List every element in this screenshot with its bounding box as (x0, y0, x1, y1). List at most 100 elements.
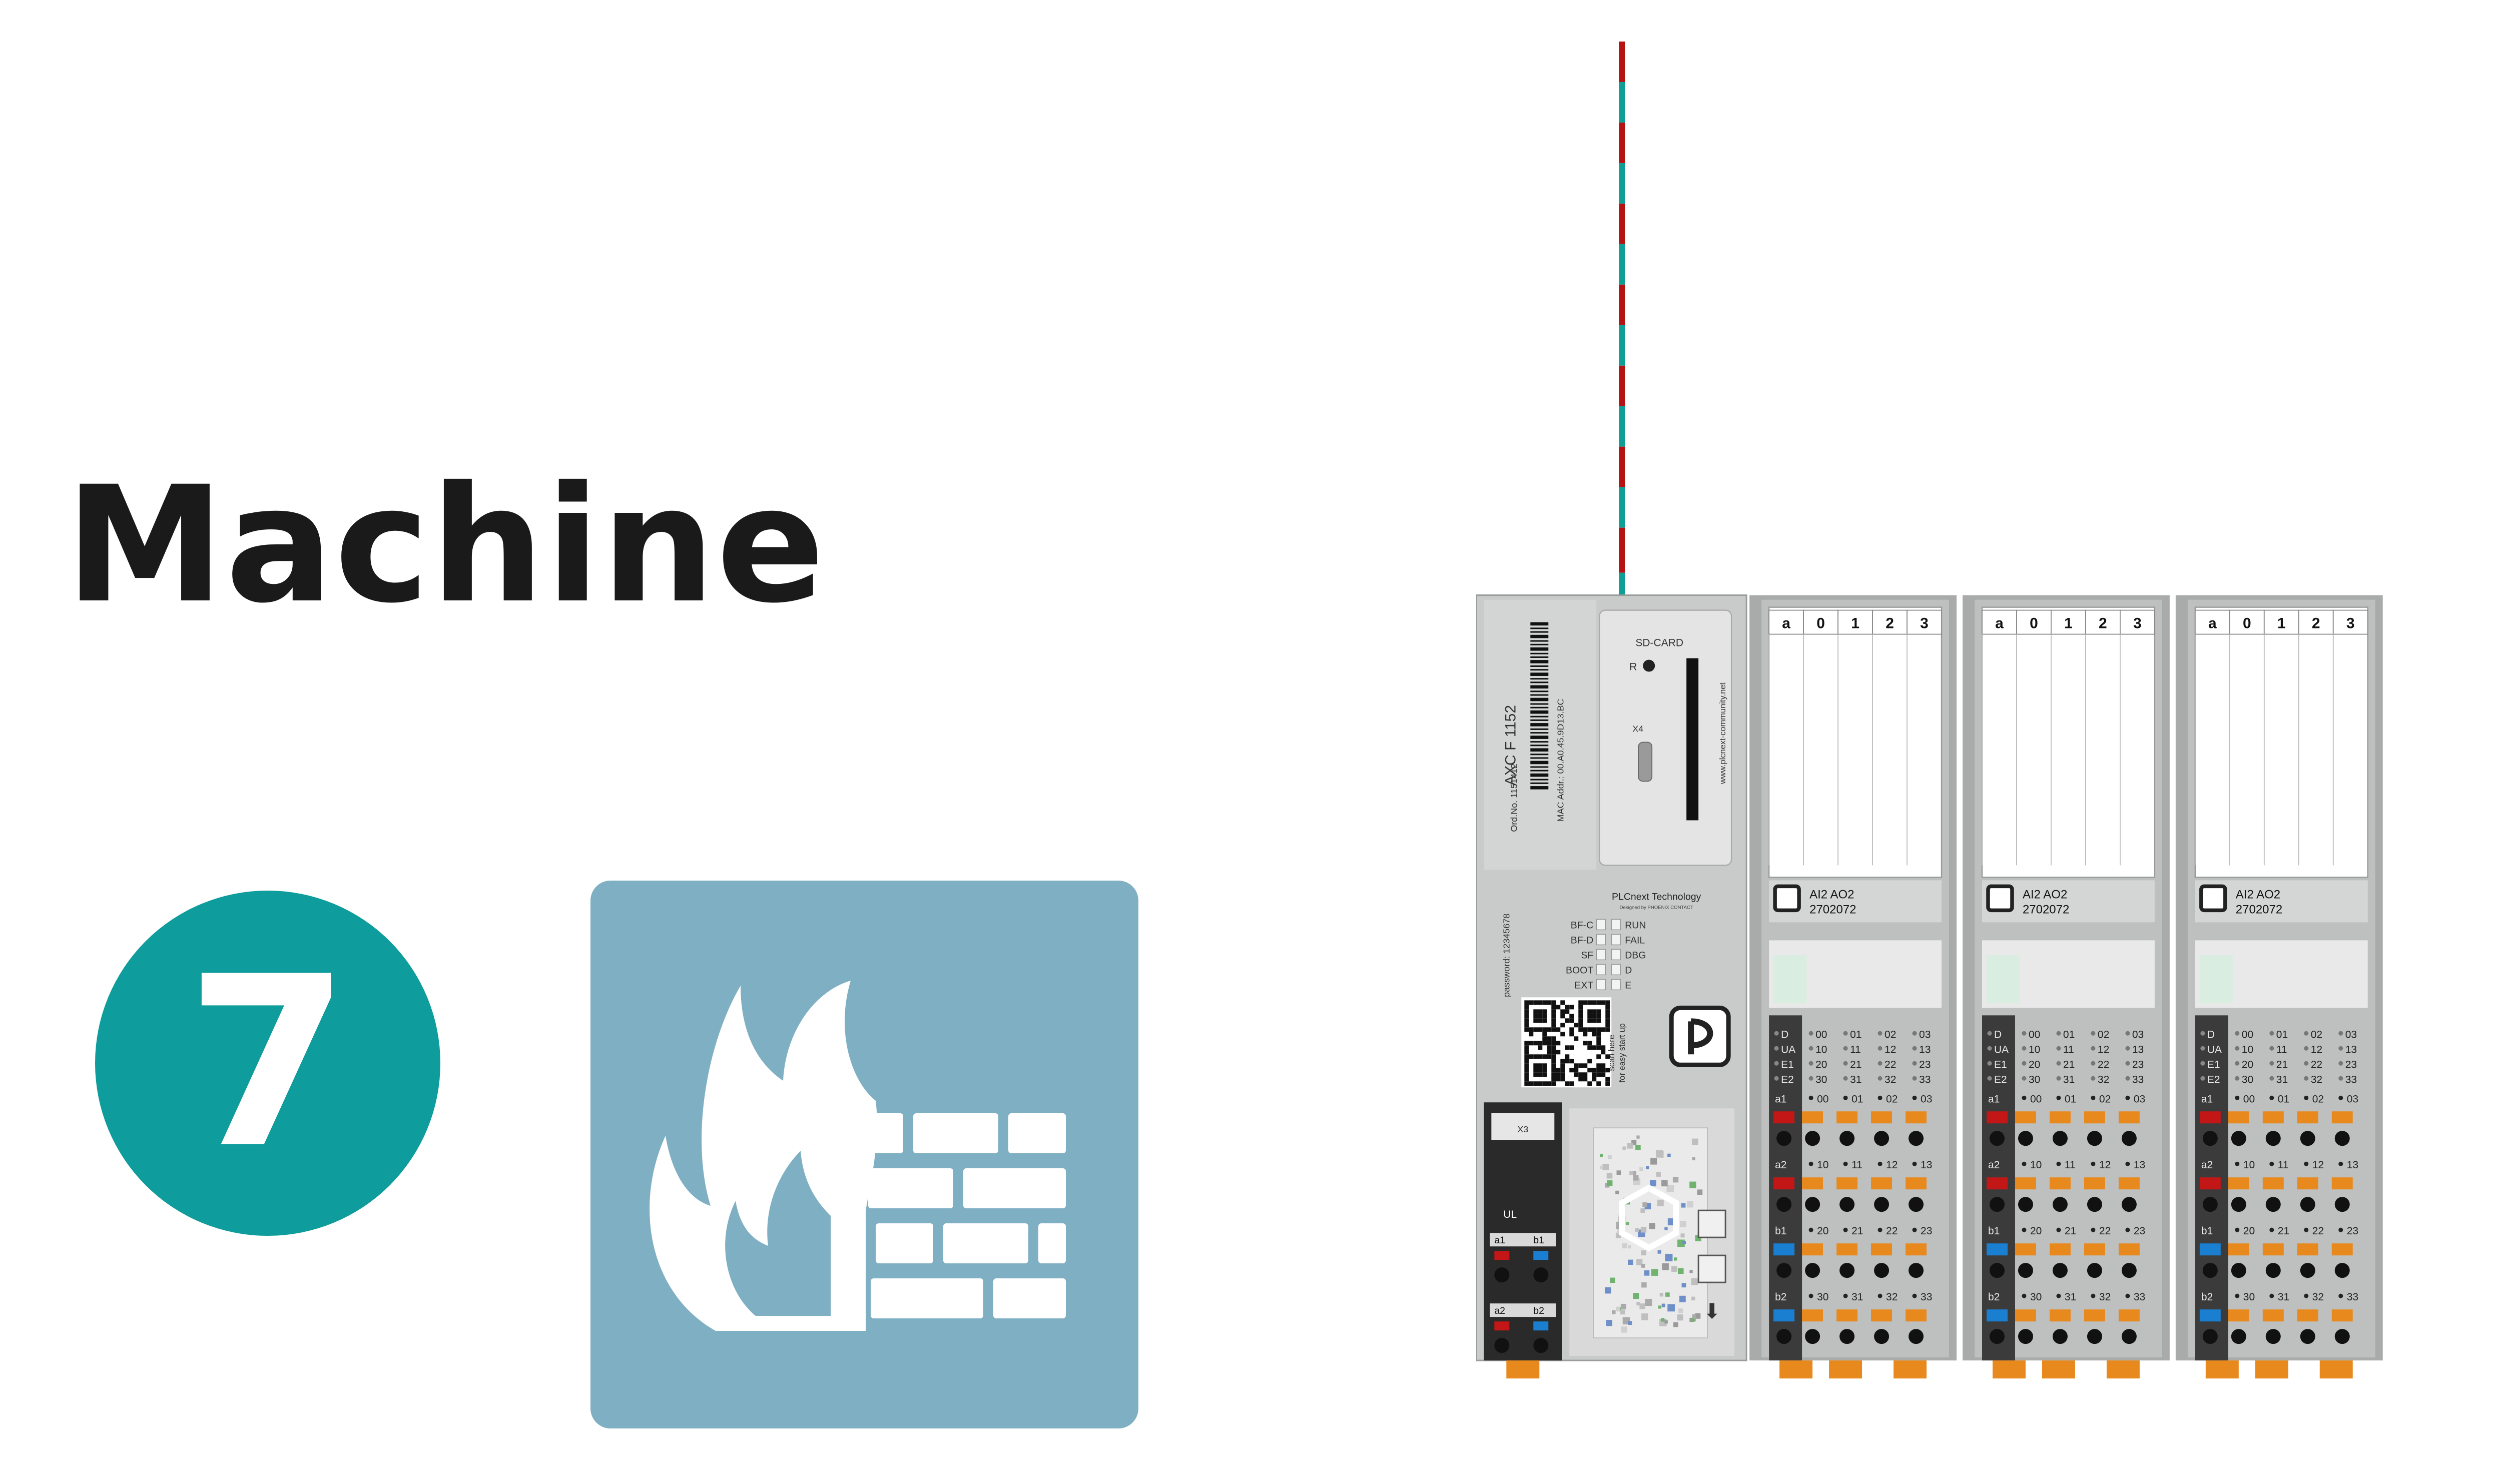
terminal-hole[interactable] (1839, 1197, 1855, 1212)
terminal-release-button[interactable] (2297, 1111, 2318, 1124)
terminal-hole[interactable] (2087, 1329, 2102, 1344)
terminal-hole[interactable] (1839, 1263, 1855, 1278)
terminal-release-button[interactable] (1836, 1309, 1858, 1322)
terminal-hole[interactable] (2052, 1197, 2068, 1212)
sd-card-slot[interactable] (1686, 658, 1699, 821)
terminal-release-button[interactable] (2262, 1243, 2284, 1256)
terminal-release-blue[interactable] (1533, 1321, 1549, 1331)
terminal-release-button[interactable] (1986, 1111, 2008, 1124)
terminal-release-button[interactable] (2015, 1243, 2036, 1256)
terminal-release-button[interactable] (2199, 1309, 2221, 1322)
terminal-hole[interactable] (1533, 1338, 1549, 1353)
reset-button[interactable] (1643, 659, 1655, 672)
terminal-release-button[interactable] (1906, 1309, 1927, 1322)
terminal-hole[interactable] (1494, 1267, 1510, 1283)
terminal-hole[interactable] (2202, 1197, 2218, 1212)
terminal-release-button[interactable] (2297, 1243, 2318, 1256)
terminal-hole[interactable] (2018, 1131, 2033, 1146)
terminal-release-button[interactable] (1871, 1177, 1893, 1190)
terminal-release-button[interactable] (1802, 1243, 1823, 1256)
terminal-hole[interactable] (2018, 1197, 2033, 1212)
terminal-release-button[interactable] (2331, 1177, 2353, 1190)
terminal-hole[interactable] (1776, 1197, 1792, 1212)
terminal-hole[interactable] (1839, 1131, 1855, 1146)
terminal-hole[interactable] (2300, 1131, 2315, 1146)
terminal-hole[interactable] (1494, 1338, 1510, 1353)
terminal-hole[interactable] (1776, 1329, 1792, 1344)
terminal-release-button[interactable] (2331, 1309, 2353, 1322)
terminal-release-button[interactable] (1986, 1309, 2008, 1322)
terminal-release-button[interactable] (2331, 1243, 2353, 1256)
terminal-release-red[interactable] (1494, 1251, 1510, 1260)
terminal-release-button[interactable] (2228, 1309, 2249, 1322)
terminal-release-red[interactable] (1494, 1321, 1510, 1331)
terminal-hole[interactable] (1989, 1329, 2005, 1344)
terminal-hole[interactable] (1776, 1263, 1792, 1278)
terminal-release-button[interactable] (2084, 1243, 2105, 1256)
terminal-release-button[interactable] (2118, 1309, 2140, 1322)
terminal-hole[interactable] (1989, 1131, 2005, 1146)
terminal-release-button[interactable] (1802, 1309, 1823, 1322)
terminal-hole[interactable] (2202, 1263, 2218, 1278)
terminal-hole[interactable] (2121, 1131, 2137, 1146)
terminal-hole[interactable] (1989, 1197, 2005, 1212)
terminal-release-button[interactable] (2049, 1309, 2071, 1322)
terminal-release-button[interactable] (2228, 1177, 2249, 1190)
terminal-release-button[interactable] (1773, 1309, 1795, 1322)
terminal-release-button[interactable] (1802, 1111, 1823, 1124)
terminal-hole[interactable] (2202, 1329, 2218, 1344)
terminal-hole[interactable] (2087, 1131, 2102, 1146)
terminal-hole[interactable] (1874, 1197, 1890, 1212)
ethernet-port-1[interactable] (1697, 1209, 1726, 1238)
terminal-hole[interactable] (1909, 1329, 1924, 1344)
terminal-hole[interactable] (1909, 1131, 1924, 1146)
terminal-release-button[interactable] (2262, 1309, 2284, 1322)
usb-port[interactable] (1638, 741, 1653, 782)
terminal-release-button[interactable] (2199, 1243, 2221, 1256)
terminal-release-button[interactable] (2084, 1177, 2105, 1190)
terminal-hole[interactable] (2087, 1197, 2102, 1212)
terminal-release-button[interactable] (2199, 1111, 2221, 1124)
terminal-release-button[interactable] (1836, 1243, 1858, 1256)
terminal-release-button[interactable] (2015, 1309, 2036, 1322)
terminal-hole[interactable] (1989, 1263, 2005, 1278)
terminal-release-button[interactable] (2297, 1177, 2318, 1190)
terminal-release-button[interactable] (1871, 1243, 1893, 1256)
terminal-hole[interactable] (2121, 1263, 2137, 1278)
terminal-release-button[interactable] (1906, 1177, 1927, 1190)
terminal-hole[interactable] (2231, 1263, 2246, 1278)
terminal-hole[interactable] (2052, 1263, 2068, 1278)
terminal-release-button[interactable] (1802, 1177, 1823, 1190)
terminal-hole[interactable] (1909, 1197, 1924, 1212)
terminal-release-button[interactable] (2084, 1309, 2105, 1322)
terminal-release-button[interactable] (2262, 1111, 2284, 1124)
terminal-hole[interactable] (1909, 1263, 1924, 1278)
terminal-release-button[interactable] (2331, 1111, 2353, 1124)
terminal-release-button[interactable] (1773, 1111, 1795, 1124)
terminal-hole[interactable] (2300, 1329, 2315, 1344)
ethernet-port-2[interactable] (1697, 1254, 1726, 1283)
terminal-release-button[interactable] (1871, 1111, 1893, 1124)
terminal-release-button[interactable] (2118, 1177, 2140, 1190)
terminal-release-button[interactable] (1836, 1111, 1858, 1124)
terminal-hole[interactable] (2300, 1263, 2315, 1278)
terminal-hole[interactable] (1839, 1329, 1855, 1344)
terminal-hole[interactable] (1874, 1131, 1890, 1146)
terminal-hole[interactable] (1874, 1329, 1890, 1344)
terminal-hole[interactable] (2231, 1131, 2246, 1146)
terminal-hole[interactable] (2231, 1329, 2246, 1344)
terminal-hole[interactable] (2334, 1197, 2350, 1212)
terminal-release-button[interactable] (2199, 1177, 2221, 1190)
terminal-hole[interactable] (2018, 1263, 2033, 1278)
terminal-release-button[interactable] (1836, 1177, 1858, 1190)
terminal-hole[interactable] (1874, 1263, 1890, 1278)
terminal-hole[interactable] (2334, 1329, 2350, 1344)
terminal-release-button[interactable] (2049, 1111, 2071, 1124)
terminal-hole[interactable] (2265, 1197, 2281, 1212)
terminal-release-button[interactable] (2049, 1177, 2071, 1190)
terminal-hole[interactable] (1805, 1197, 1820, 1212)
terminal-release-button[interactable] (1773, 1243, 1795, 1256)
terminal-hole[interactable] (2334, 1263, 2350, 1278)
terminal-release-button[interactable] (1773, 1177, 1795, 1190)
terminal-release-button[interactable] (2297, 1309, 2318, 1322)
